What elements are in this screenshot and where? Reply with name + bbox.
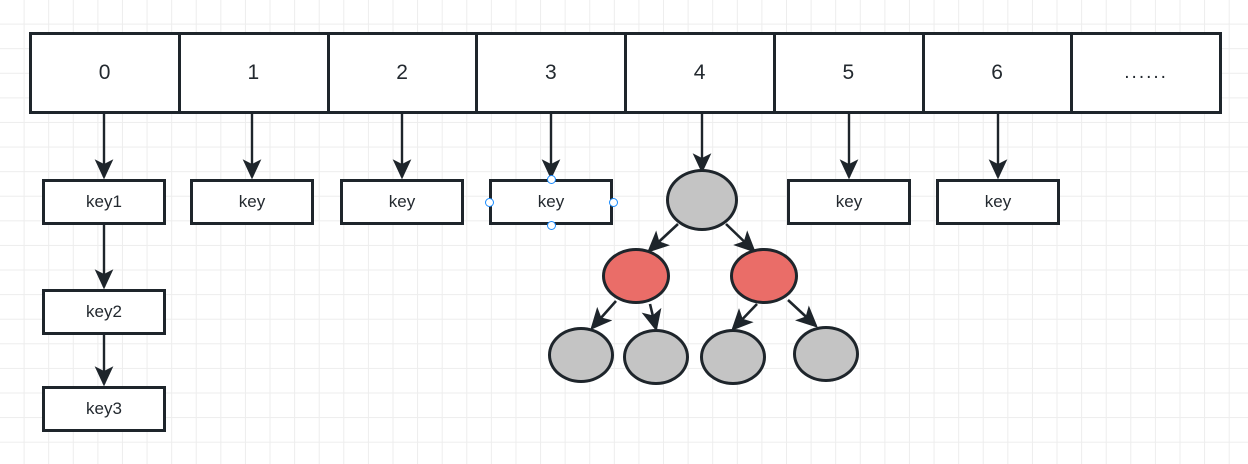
chain-node-key2[interactable]: key2: [42, 289, 166, 335]
selection-handle-top-center[interactable]: [546, 174, 556, 184]
edge-red-right-to-leaf-4: [787, 299, 818, 328]
tree-node-leaf-1[interactable]: [548, 327, 614, 383]
bucket-cell-1[interactable]: 1: [181, 35, 330, 111]
selection-handle-right-middle[interactable]: [608, 197, 618, 207]
chain-node-bucket2-key-label: key: [388, 192, 416, 211]
bucket-to-node-arrows: [94, 114, 1008, 180]
hash-bucket-array[interactable]: 0 1 2 3 4 5 6 ......: [29, 32, 1222, 114]
chain-node-bucket6-key-label: key: [984, 192, 1012, 211]
tree-node-root[interactable]: [666, 169, 738, 231]
edge-root-to-red-left: [647, 223, 679, 253]
bucket-cell-6[interactable]: 6: [925, 35, 1074, 111]
edge-red-left-to-leaf-1: [590, 300, 617, 330]
chain-node-bucket5-key[interactable]: key: [787, 179, 911, 225]
chain-node-key1[interactable]: key1: [42, 179, 166, 225]
chain-node-key2-label: key2: [86, 302, 122, 321]
chain-node-key3-label: key3: [86, 399, 122, 418]
bucket-cell-0[interactable]: 0: [32, 35, 181, 111]
bucket-cell-3[interactable]: 3: [478, 35, 627, 111]
edge-red-right-to-leaf-3: [731, 303, 758, 331]
bucket-cell-4[interactable]: 4: [627, 35, 776, 111]
selection-handle-left-middle[interactable]: [484, 197, 494, 207]
chain-node-key1-label: key1: [86, 192, 122, 211]
edge-red-left-to-leaf-2: [641, 303, 662, 332]
chain-node-bucket5-key-label: key: [835, 192, 863, 211]
tree-node-leaf-3[interactable]: [700, 329, 766, 385]
tree-node-leaf-4[interactable]: [793, 326, 859, 382]
bucket-cell-ellipsis[interactable]: ......: [1124, 62, 1168, 83]
edge-root-to-red-right: [725, 223, 756, 253]
selection-handle-bottom-center[interactable]: [546, 220, 556, 230]
tree-node-red-left[interactable]: [602, 248, 670, 304]
chain-node-bucket6-key[interactable]: key: [936, 179, 1060, 225]
bucket-cell-5[interactable]: 5: [776, 35, 925, 111]
chain-node-key3[interactable]: key3: [42, 386, 166, 432]
chain-node-bucket3-key-label: key: [537, 192, 565, 211]
chain-node-bucket1-key-label: key: [238, 192, 266, 211]
tree-node-leaf-2[interactable]: [623, 329, 689, 385]
chain-node-bucket2-key[interactable]: key: [340, 179, 464, 225]
tree-node-red-right[interactable]: [730, 248, 798, 304]
bucket-cell-2[interactable]: 2: [330, 35, 479, 111]
chain-node-bucket1-key[interactable]: key: [190, 179, 314, 225]
chain-node-bucket3-key[interactable]: key: [489, 179, 613, 225]
